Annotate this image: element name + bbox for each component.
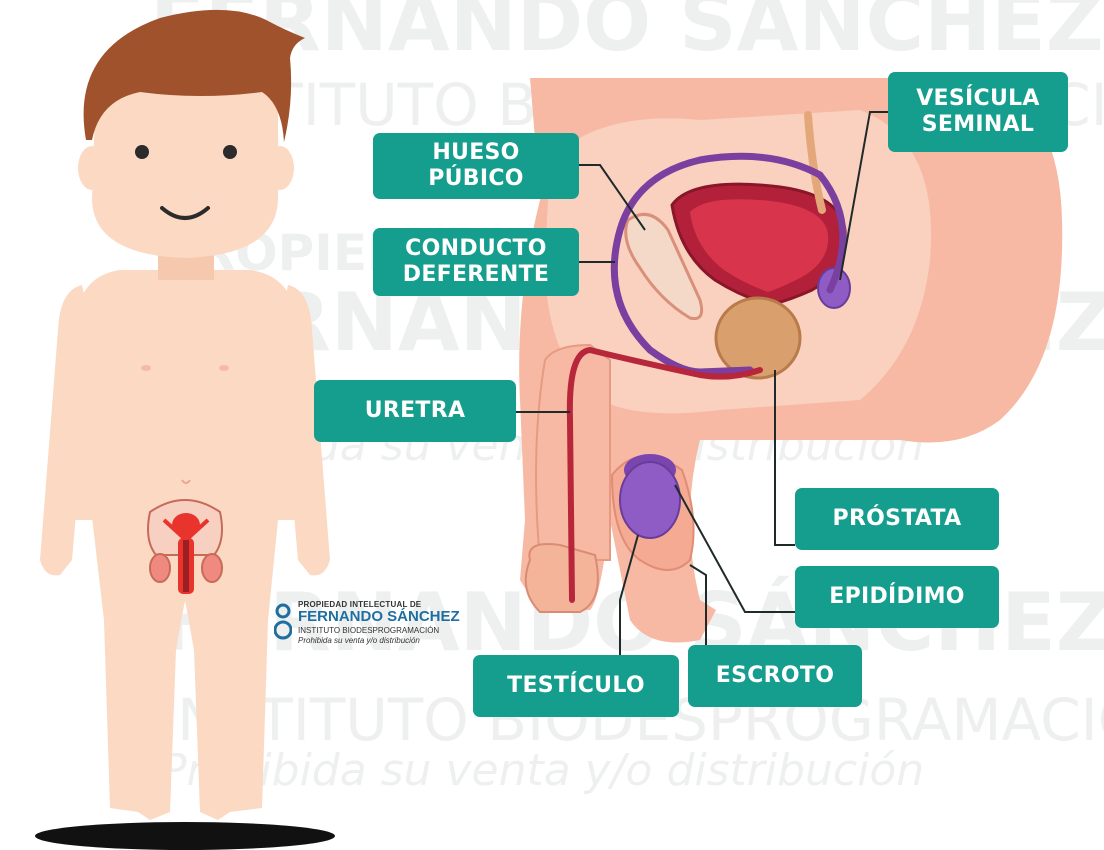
label-hueso-line2: PÚBICO [428, 166, 524, 191]
logo-line3: INSTITUTO BIODESPROGRAMACIÓN [298, 626, 440, 635]
leader-testiculo [619, 534, 639, 655]
label-prostata-text: PRÓSTATA [832, 506, 962, 531]
logo-line4: Prohibida su venta y/o distribución [298, 636, 420, 645]
boy-legs [90, 500, 280, 820]
watermark-notice-low: Prohibida su venta y/o distribución [160, 745, 924, 796]
boy-shadow [35, 822, 335, 850]
boy-right-ear [266, 146, 294, 190]
label-uretra-text: URETRA [364, 398, 466, 423]
boy-navel [181, 479, 191, 484]
glans [524, 543, 599, 613]
label-conducto-line1: CONDUCTO [405, 236, 547, 261]
boy-right-eye [223, 145, 237, 159]
leader-epididimo [674, 484, 795, 613]
boy-left-nipple [141, 365, 151, 371]
pubic-bone [624, 212, 704, 321]
label-epididimo-text: EPIDÍDIMO [829, 584, 965, 609]
leader-hueso [578, 164, 646, 231]
leader-escroto [689, 564, 707, 678]
boy-figure [35, 9, 335, 850]
boy-smile [160, 206, 210, 220]
leader-prostata [774, 370, 795, 546]
label-epididimo: EPIDÍDIMO [795, 566, 999, 628]
boy-reproductive-icon [147, 499, 223, 594]
label-uretra: URETRA [314, 380, 516, 442]
bladder-inner [690, 199, 829, 292]
label-testiculo-text: TESTÍCULO [507, 673, 645, 698]
watermark-name-top: FERNANDO SÁNCHEZ [150, 0, 1104, 69]
boy-right-nipple [219, 365, 229, 371]
label-hueso-line1: HUESO [432, 140, 520, 165]
vas-deferens [610, 152, 847, 376]
label-testiculo: TESTÍCULO [473, 655, 679, 717]
label-prostata: PRÓSTATA [795, 488, 999, 550]
boy-left-ear [78, 146, 106, 190]
boy-left-arm [40, 285, 92, 576]
boy-right-arm [278, 285, 330, 576]
logo-line1: PROPIEDAD INTELECTUAL DE [298, 600, 422, 609]
logo-mark-icon [274, 603, 292, 640]
anatomy-section [515, 78, 1063, 678]
label-vesicula-line1: VESÍCULA [916, 86, 1040, 111]
boy-hair [83, 9, 306, 143]
label-escroto-text: ESCROTO [715, 663, 835, 688]
urethra [566, 346, 763, 603]
label-escroto: ESCROTO [688, 645, 862, 707]
ureter [804, 111, 826, 214]
label-conducto-line2: DEFERENTE [402, 262, 550, 287]
copyright-logo: PROPIEDAD INTELECTUAL DE FERNANDO SÁNCHE… [272, 598, 502, 658]
boy-torso [72, 270, 300, 520]
prostate [714, 296, 802, 380]
label-vesicula-line2: SEMINAL [921, 112, 1035, 137]
testicle [619, 461, 681, 539]
leader-lines [515, 111, 888, 678]
logo-line2: FERNANDO SÁNCHEZ [298, 608, 460, 625]
leader-vesicula [839, 111, 888, 281]
boy-left-eye [135, 145, 149, 159]
